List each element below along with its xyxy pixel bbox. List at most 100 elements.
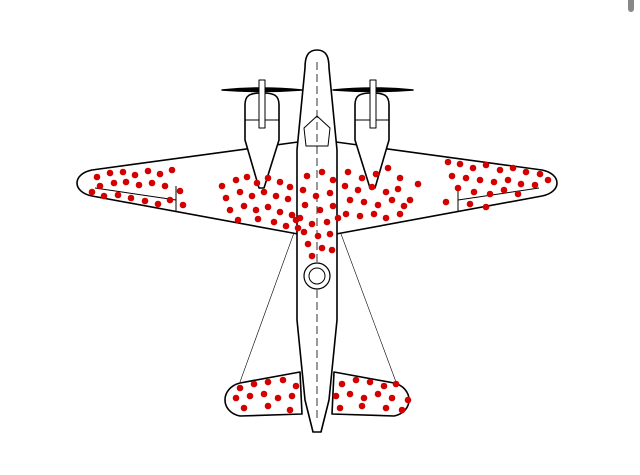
damage-point (531, 181, 539, 189)
damage-point (274, 394, 282, 402)
damage-point (442, 198, 450, 206)
damage-point (354, 186, 362, 194)
damage-point (470, 188, 478, 196)
right-wing (335, 141, 558, 235)
damage-point (156, 170, 164, 178)
damage-point (318, 168, 326, 176)
damage-point (276, 178, 284, 186)
damage-point (384, 164, 392, 172)
damage-point (240, 404, 248, 412)
damage-point (388, 394, 396, 402)
damage-point (299, 186, 307, 194)
damage-point (329, 176, 337, 184)
damage-point (303, 172, 311, 180)
damage-point (396, 210, 404, 218)
damage-point (288, 211, 296, 219)
right-tailplane (331, 371, 410, 417)
damage-point (316, 206, 324, 214)
damage-point (466, 200, 474, 208)
damage-point (334, 214, 342, 222)
damage-point (344, 168, 352, 176)
damage-point (100, 192, 108, 200)
damage-point (240, 202, 248, 210)
damage-point (360, 394, 368, 402)
damage-point (304, 240, 312, 248)
damage-point (93, 173, 101, 181)
cockpit-canopy (303, 115, 331, 147)
damage-point (536, 170, 544, 178)
damage-point (372, 170, 380, 178)
damage-point (264, 174, 272, 182)
damage-point (292, 382, 300, 390)
damage-point (346, 390, 354, 398)
damage-point (500, 186, 508, 194)
damage-point (374, 201, 382, 209)
damage-point (236, 384, 244, 392)
right-engine-nacelle (354, 92, 390, 189)
damage-point (482, 203, 490, 211)
damage-point (496, 166, 504, 174)
damage-point (394, 185, 402, 193)
damage-point (382, 188, 390, 196)
damage-point (286, 183, 294, 191)
damage-point (400, 202, 408, 210)
damage-point (288, 392, 296, 400)
damage-point (341, 182, 349, 190)
damage-point (308, 252, 316, 260)
damage-point (119, 168, 127, 176)
damage-point (314, 232, 322, 240)
damage-point (264, 378, 272, 386)
damage-point (301, 201, 309, 209)
damage-point (226, 206, 234, 214)
scrollbar[interactable] (628, 0, 634, 12)
damage-point (135, 181, 143, 189)
damage-point (272, 192, 280, 200)
damage-point (454, 184, 462, 192)
damage-point (222, 194, 230, 202)
damage-point (346, 196, 354, 204)
damage-point (448, 172, 456, 180)
damage-point (282, 222, 290, 230)
damage-point (248, 192, 256, 200)
damage-point (370, 210, 378, 218)
damage-point (276, 208, 284, 216)
damage-point (509, 164, 517, 172)
damage-point (154, 200, 162, 208)
damage-point (392, 380, 400, 388)
damage-point (328, 246, 336, 254)
damage-point (352, 376, 360, 384)
damage-point (462, 174, 470, 182)
damage-point (396, 174, 404, 182)
damage-point (284, 195, 292, 203)
damage-point (88, 188, 96, 196)
damage-point (329, 202, 337, 210)
damage-point (234, 216, 242, 224)
damage-point (406, 196, 414, 204)
damage-point (332, 392, 340, 400)
damage-point (326, 230, 334, 238)
damage-point (490, 178, 498, 186)
damage-point (388, 196, 396, 204)
damage-point (252, 206, 260, 214)
damage-point (122, 178, 130, 186)
left-engine-nacelle (244, 92, 280, 189)
damage-point (264, 402, 272, 410)
damage-point (336, 404, 344, 412)
damage-point (300, 228, 308, 236)
damage-point (456, 160, 464, 168)
damage-point (168, 166, 176, 174)
damage-point (514, 190, 522, 198)
damage-point (179, 201, 187, 209)
damage-point (476, 176, 484, 184)
damage-point (342, 210, 350, 218)
damage-point (414, 180, 422, 188)
damage-point (504, 176, 512, 184)
damage-point (218, 182, 226, 190)
damage-point (486, 190, 494, 198)
damage-point (232, 394, 240, 402)
damage-point (296, 214, 304, 222)
damage-point (114, 191, 122, 199)
damage-point (110, 179, 118, 187)
damage-point (260, 390, 268, 398)
damage-point (144, 167, 152, 175)
